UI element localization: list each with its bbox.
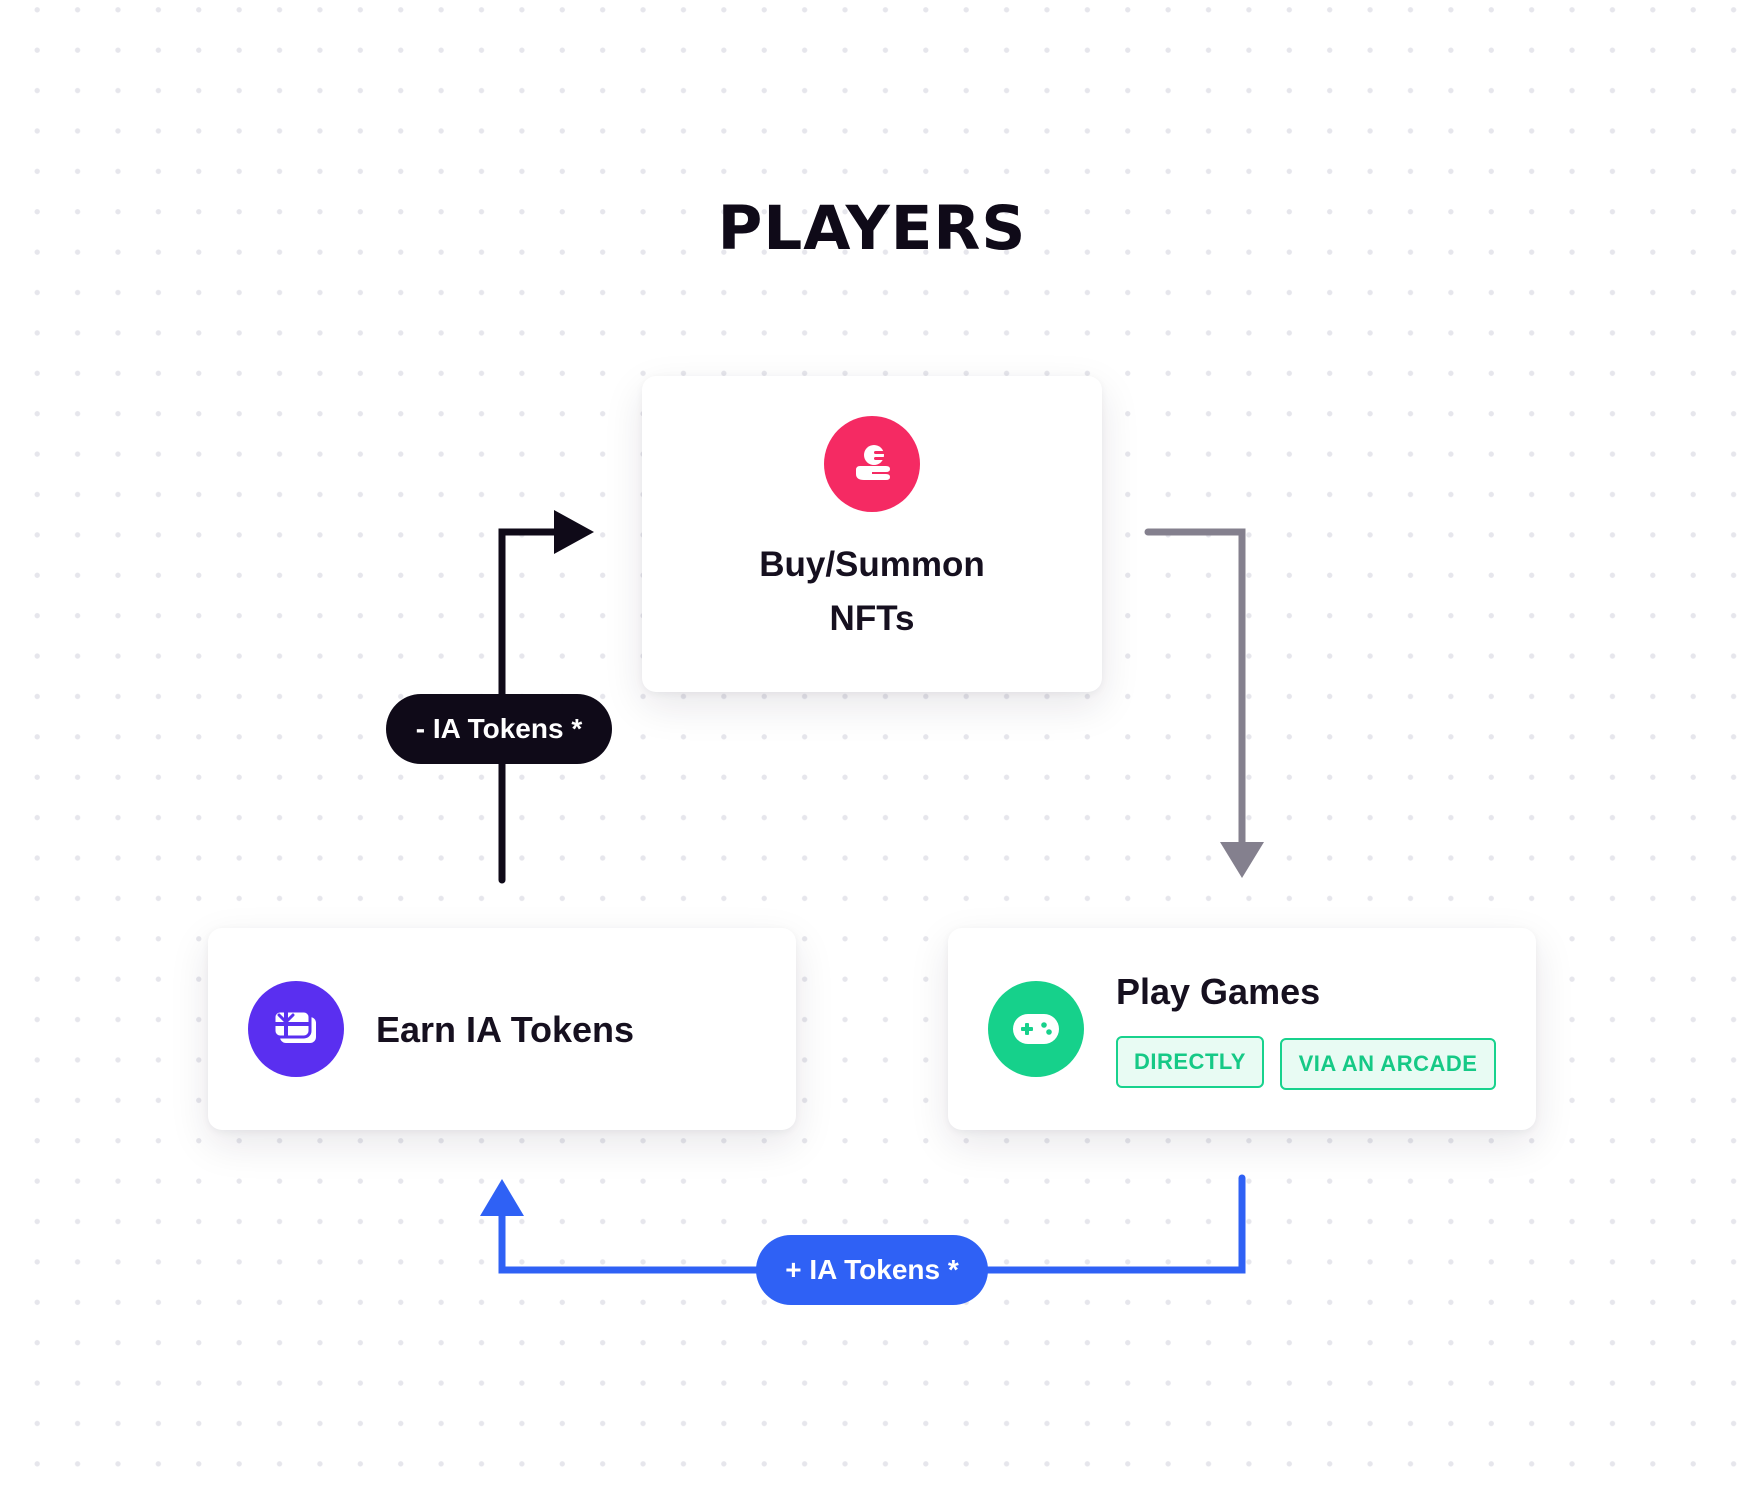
arrow-head-right bbox=[554, 510, 594, 554]
play-games-label: Play Games bbox=[1116, 971, 1321, 1012]
coin-hand-icon bbox=[824, 416, 920, 512]
buy-summon-label-line1: Buy/Summon bbox=[759, 545, 985, 584]
earn-tokens-pill: + IA Tokens * bbox=[756, 1235, 988, 1305]
earn-card[interactable]: Earn IA Tokens bbox=[208, 928, 796, 1130]
arrow-buy-to-play bbox=[1144, 528, 1246, 849]
tag-via-an-arcade: VIA AN ARCADE bbox=[1280, 1038, 1496, 1090]
arrow-head-down bbox=[1220, 842, 1264, 878]
play-games-card[interactable]: Play Games DIRECTLY VIA AN ARCADE bbox=[948, 928, 1536, 1130]
buy-summon-label-line2: NFTs bbox=[829, 599, 915, 638]
arrow-earn-to-buy bbox=[498, 528, 564, 884]
buy-summon-card[interactable]: Buy/Summon NFTs bbox=[642, 376, 1102, 692]
earn-label: Earn IA Tokens bbox=[376, 1009, 635, 1050]
spend-tokens-pill: - IA Tokens * bbox=[386, 694, 612, 764]
page-title: PLAYERS bbox=[717, 193, 1027, 264]
buy-summon-label: Buy/Summon NFTs bbox=[642, 538, 1102, 646]
gift-card-icon bbox=[248, 981, 344, 1077]
tag-directly: DIRECTLY bbox=[1116, 1036, 1264, 1088]
gamepad-icon bbox=[988, 981, 1084, 1077]
arrow-head-up bbox=[480, 1179, 524, 1216]
